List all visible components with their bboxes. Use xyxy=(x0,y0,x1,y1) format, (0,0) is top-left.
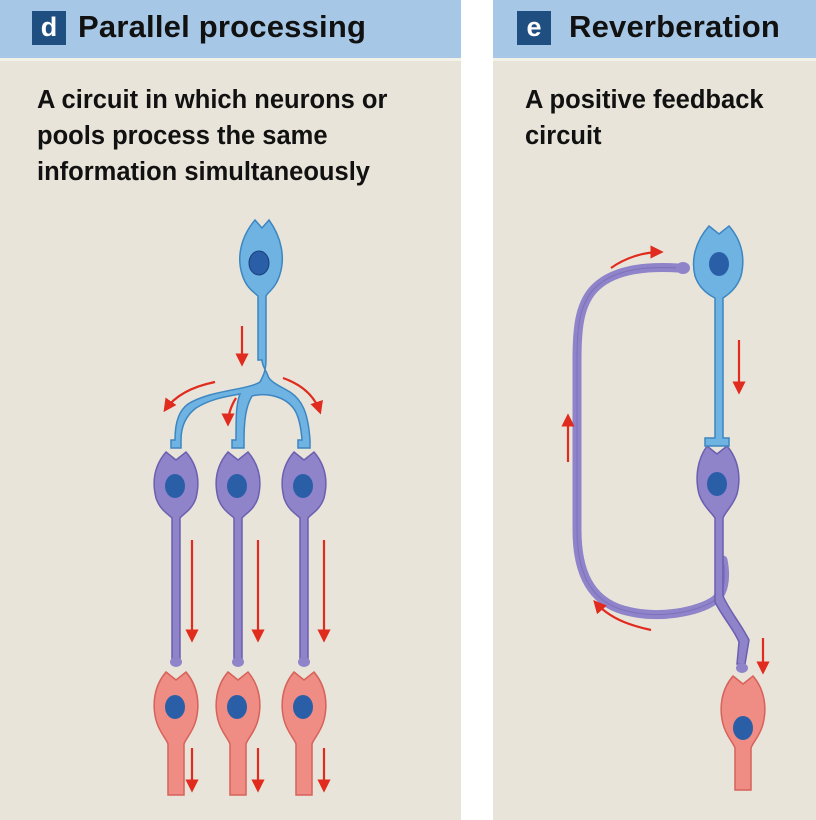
arrow-icon xyxy=(282,376,323,415)
arrow-icon xyxy=(221,397,237,427)
signal-arrows xyxy=(561,245,770,675)
panel-reverberation: e Reverberation A positive feedback circ… xyxy=(493,0,816,820)
description-line: circuit xyxy=(525,122,602,150)
blue-presynaptic-neuron xyxy=(170,218,311,449)
description-line: pools process the same xyxy=(37,122,328,150)
purple-neuron-2 xyxy=(215,450,261,667)
arrow-icon xyxy=(163,380,216,413)
red-neuron-1 xyxy=(153,670,199,796)
panel-letter-badge: d xyxy=(32,11,66,45)
panel-description: A circuit in which neurons or pools proc… xyxy=(37,82,457,190)
signal-arrows xyxy=(163,326,331,793)
description-line: A circuit in which neurons or xyxy=(37,86,388,114)
reverberation-circuit-diagram xyxy=(561,224,770,791)
panel-title: Reverberation xyxy=(569,9,781,44)
arrow-icon xyxy=(610,245,664,269)
purple-neuron xyxy=(696,444,750,673)
panel-header: e Reverberation xyxy=(493,0,816,61)
red-neuron-2 xyxy=(215,670,261,796)
panel-header: d Parallel processing xyxy=(0,0,461,61)
red-neuron-3 xyxy=(281,670,327,796)
arrow-icon xyxy=(593,600,652,632)
blue-neuron xyxy=(676,224,744,447)
description-line: A positive feedback xyxy=(525,86,764,114)
panel-divider xyxy=(461,0,493,820)
panel-letter-badge: e xyxy=(517,11,551,45)
parallel-circuit-diagram xyxy=(153,218,331,796)
panel-title: Parallel processing xyxy=(78,9,367,44)
panel-description: A positive feedback circuit xyxy=(525,82,815,154)
red-neuron xyxy=(720,674,766,791)
description-line: information simultaneously xyxy=(37,158,370,186)
feedback-loop-axon xyxy=(572,263,730,620)
panel-parallel-processing: d Parallel processing A circuit in which… xyxy=(0,0,461,820)
purple-neuron-3 xyxy=(281,450,327,667)
purple-neuron-1 xyxy=(153,450,199,667)
